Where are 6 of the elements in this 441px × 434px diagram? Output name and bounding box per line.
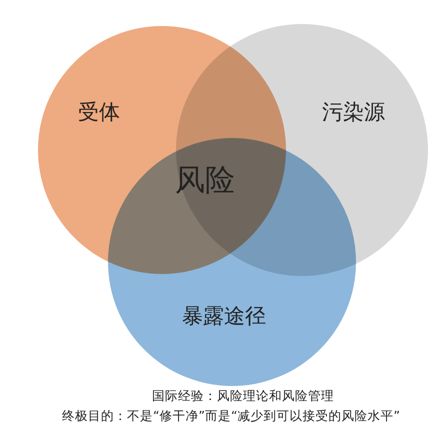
- overlap-label: 风险: [175, 162, 235, 200]
- set-label: 受体: [78, 99, 120, 126]
- set-label: 污染源: [322, 99, 385, 126]
- caption-line: 国际经验：风险理论和风险管理: [152, 388, 334, 405]
- caption-line: 终极目的：不是“修干净”而是“减少到可以接受的风险水平”: [62, 408, 400, 425]
- set-label: 暴露途径: [182, 303, 266, 330]
